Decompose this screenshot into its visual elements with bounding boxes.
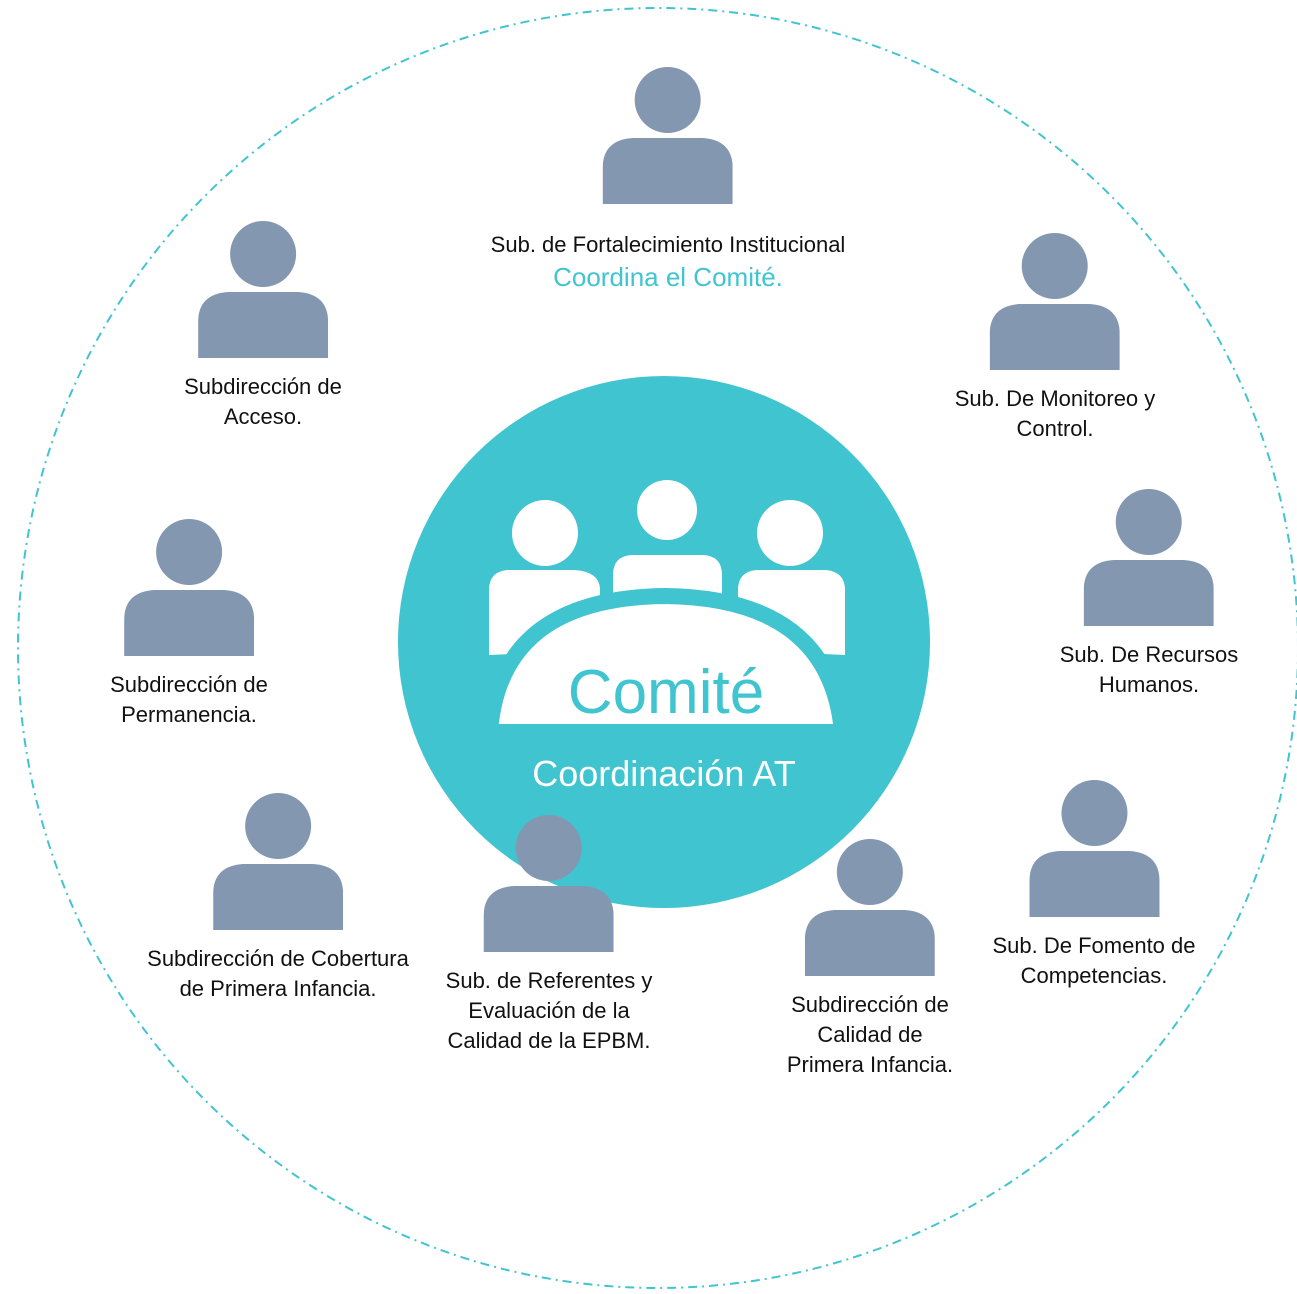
member-label: Subdirección de [791,992,949,1017]
person-icon [989,233,1120,370]
member-label: Sub. De Recursos [1059,642,1239,667]
center-title: Comité [567,658,765,727]
member-label: de Primera Infancia. [179,976,377,1001]
member-label: Competencias. [1020,963,1168,988]
person-icon [1028,780,1159,917]
member-label: Subdirección de [184,374,342,399]
member-acceso: Subdirección de Acceso. [184,220,342,432]
person-icon [213,793,343,930]
member-label: Subdirección de [110,672,268,697]
member-label: Sub. de Fortalecimiento Institucional [490,232,846,257]
member-calidad-primera-infancia: Subdirección de Calidad de Primera Infanci… [787,838,953,1080]
member-cobertura: Subdirección de Cobertura de Primera Infa… [147,792,409,1004]
person-icon [198,221,328,358]
member-label: Primera Infancia. [786,1052,954,1077]
member-label: Sub. De Monitoreo y [954,386,1156,411]
member-label: Subdirección de Cobertura [147,946,409,971]
center-subtitle: Coordinación AT [532,753,796,794]
person-icon [484,815,614,952]
member-referentes: Sub. de Referentes y Evaluación de la Cali… [445,814,653,1056]
person-icon [1084,489,1214,626]
member-monitoreo: Sub. De Monitoreo y Control. [954,232,1156,444]
person-icon [804,839,935,976]
member-label: Humanos. [1098,672,1200,697]
member-label: Sub. de Referentes y [445,968,653,993]
member-fomento: Sub. De Fomento de Competencias. [992,779,1196,991]
member-permanencia: Subdirección de Permanencia. [110,518,268,730]
outer-dashed-ring [17,7,1297,1289]
coordinator-note: Coordina el Comité. [553,262,783,292]
member-label: Calidad de la EPBM. [447,1028,651,1053]
member-label: Permanencia. [121,702,257,727]
member-label: Control. [1016,416,1094,441]
member-label: Acceso. [223,404,303,429]
group-meeting-icon [481,480,851,740]
member-label: Evaluación de la [468,998,630,1023]
person-icon [124,519,254,656]
member-label: Sub. De Fomento de [992,933,1196,958]
member-label: Calidad de [817,1022,923,1047]
person-icon [602,67,733,204]
